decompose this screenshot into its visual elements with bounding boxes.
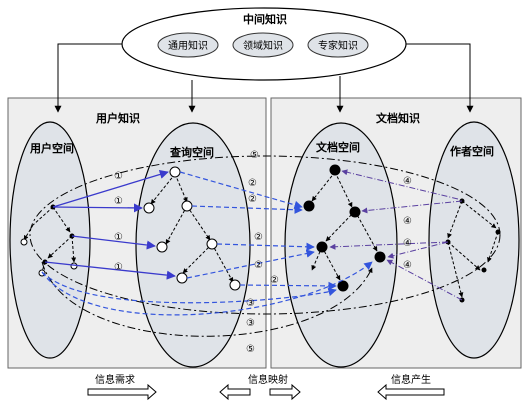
- label-5b: ⑤: [246, 344, 255, 355]
- intermediate-knowledge-title: 中间知识: [243, 12, 287, 26]
- top-connector-right: [406, 43, 474, 113]
- demand-arrow-right: [87, 383, 157, 401]
- query-node: [143, 202, 155, 214]
- pill-general-label: 通用知识: [168, 39, 208, 52]
- mapping-arrows-1: [44, 170, 176, 280]
- query-space-label: 查询空间: [170, 145, 214, 159]
- query-space-ellipse: [135, 122, 251, 368]
- author-node: [495, 229, 501, 235]
- label-2e: ②: [270, 275, 279, 286]
- author-node: [481, 267, 487, 273]
- label-3a: ③: [246, 298, 255, 309]
- author-space-label: 作者空间: [450, 144, 494, 158]
- outer-loop-top: [29, 155, 501, 315]
- doc-space-label: 文档空间: [316, 140, 360, 154]
- doc-node: [349, 206, 361, 218]
- label-4d: ④: [403, 260, 412, 271]
- label-1a: ①: [114, 171, 123, 182]
- pill-expert-label: 专家知识: [318, 39, 358, 52]
- doc-node: [316, 241, 328, 253]
- mapping-arrow-left: [219, 383, 251, 401]
- mapping-arrows-3: [41, 261, 373, 316]
- label-5a: ⑤: [250, 150, 259, 161]
- doc-node: [303, 200, 315, 212]
- label-2d: ②: [254, 260, 263, 271]
- user-space-ellipse: [9, 121, 91, 359]
- user-knowledge-title: 用户知识: [96, 111, 140, 125]
- query-tree: [150, 173, 234, 283]
- label-1c: ①: [114, 232, 123, 243]
- query-node: [176, 272, 188, 284]
- pill-domain-label: 领域知识: [243, 39, 283, 52]
- doc-tree: [311, 171, 378, 281]
- query-node: [169, 166, 181, 178]
- label-2c: ②: [254, 232, 263, 243]
- query-node: [206, 238, 218, 250]
- info-produce-label: 信息产生: [391, 373, 431, 386]
- doc-space-ellipse: [284, 122, 398, 368]
- label-4b: ④: [403, 216, 412, 227]
- label-1d: ①: [114, 262, 123, 273]
- doc-knowledge-title: 文档知识: [376, 111, 420, 125]
- produce-arrow-left: [377, 383, 445, 401]
- mapping-arrows-2: [179, 171, 337, 291]
- info-demand-label: 信息需求: [95, 373, 135, 386]
- doc-node: [337, 280, 349, 292]
- doc-node: [329, 164, 341, 176]
- label-2a: ②: [248, 178, 257, 189]
- label-3b: ③: [246, 318, 255, 329]
- author-space-ellipse: [428, 121, 520, 359]
- label-4c: ④: [403, 238, 412, 249]
- mapping-arrow-right: [269, 383, 301, 401]
- query-node: [181, 200, 193, 212]
- pill-general: [157, 32, 219, 58]
- info-mapping-label: 信息映射: [248, 373, 288, 386]
- mapping-arrows-4: [329, 169, 463, 301]
- doc-node: [374, 251, 386, 263]
- user-node: [20, 238, 28, 246]
- top-connector-left: [54, 43, 122, 113]
- pill-expert: [307, 32, 369, 58]
- label-1b: ①: [114, 196, 123, 207]
- query-node: [229, 279, 241, 291]
- pill-domain: [232, 32, 294, 58]
- user-space-label: 用户空间: [30, 141, 74, 155]
- author-tree: [447, 200, 499, 298]
- query-node: [156, 241, 168, 253]
- label-2b: ②: [248, 194, 257, 205]
- label-4a: ④: [403, 176, 412, 187]
